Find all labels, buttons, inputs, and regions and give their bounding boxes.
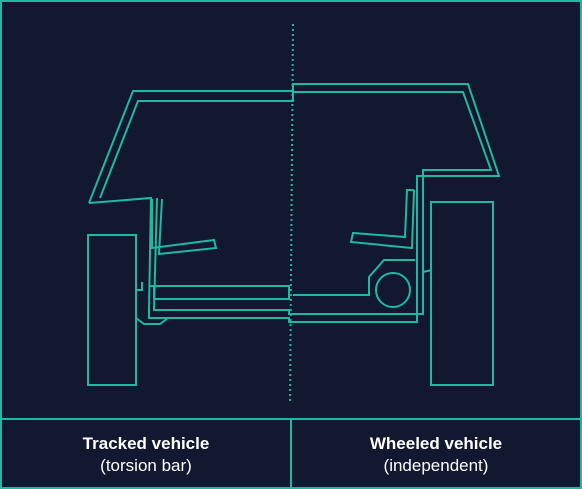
caption-title: Wheeled vehicle — [369, 433, 503, 453]
drive-hub — [375, 272, 411, 308]
torsion-bar-arm — [151, 198, 218, 256]
caption-tracked-vehicle: Tracked vehicle (torsion bar) — [2, 420, 290, 489]
right-suspension-links — [422, 269, 433, 273]
control-arm — [349, 189, 415, 250]
hull-inner-outline — [99, 91, 493, 315]
caption-title: Tracked vehicle — [82, 433, 210, 453]
torsion-bar — [149, 285, 290, 300]
caption-subtitle: (independent) — [383, 455, 489, 475]
wheel — [430, 201, 494, 386]
caption-wheeled-vehicle: Wheeled vehicle (independent) — [290, 420, 580, 489]
caption-subtitle: (torsion bar) — [100, 455, 192, 475]
lower-frame — [293, 259, 415, 296]
left-mount — [136, 282, 143, 291]
caption-row: Tracked vehicle (torsion bar) Wheeled ve… — [2, 418, 580, 489]
suspension-comparison-diagram — [87, 23, 501, 403]
center-divider-line — [289, 23, 294, 403]
left-lower-hull-bracket — [135, 317, 169, 325]
track-road-wheel — [87, 234, 137, 386]
